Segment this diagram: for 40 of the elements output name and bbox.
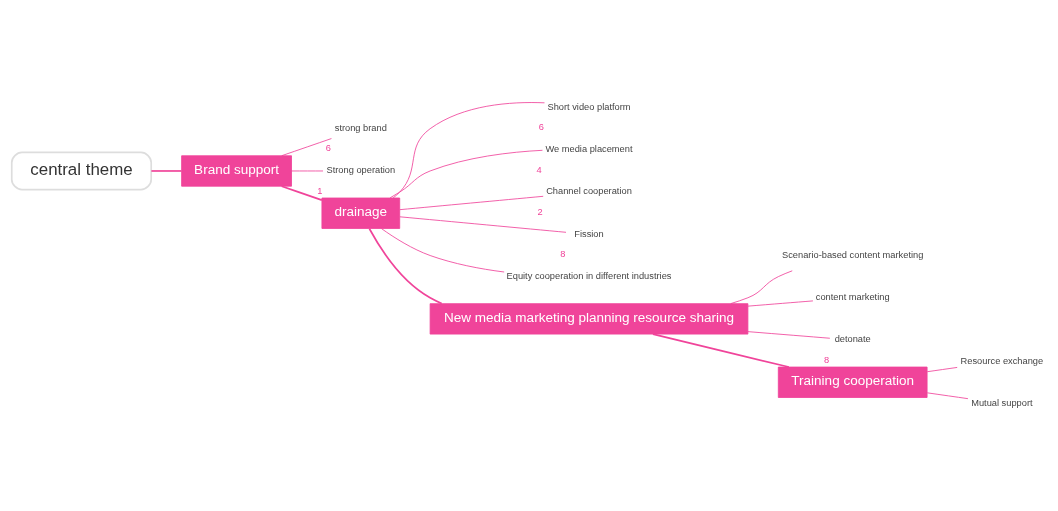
connector — [399, 216, 567, 233]
node-label: 6 — [325, 143, 331, 154]
node-text: Resource exchange — [960, 355, 1044, 366]
connector — [150, 170, 183, 172]
connector — [747, 300, 814, 307]
node-text: strong brand — [334, 123, 387, 134]
node-label: 1 — [317, 185, 323, 196]
node-text: Scenario-based content marketing — [782, 249, 924, 260]
connector — [281, 138, 332, 157]
node-text: Fission — [574, 228, 604, 239]
node-label: 8 — [823, 354, 830, 365]
node-box: central theme — [10, 151, 153, 191]
node-text: Strong operation — [326, 165, 396, 176]
node-label: 6 — [538, 122, 544, 133]
connector — [747, 331, 831, 339]
connector — [291, 170, 324, 172]
connector — [392, 102, 545, 199]
node-text: Mutual support — [971, 397, 1033, 408]
node-box: Brand support — [181, 155, 292, 187]
node-label: 2 — [537, 206, 543, 217]
node-text: detonate — [834, 334, 871, 345]
node-box: New media marketing planning resource sharing — [429, 303, 749, 335]
connector — [926, 367, 958, 373]
connector — [368, 227, 443, 305]
node-box: drainage — [321, 197, 401, 229]
connector — [280, 185, 323, 201]
connector — [730, 270, 793, 305]
node-text: Equity cooperation in different industries — [506, 271, 672, 281]
node-text: Channel cooperation — [546, 186, 632, 197]
connector — [652, 333, 790, 368]
connector — [389, 149, 543, 199]
node-text: We media placement — [545, 144, 633, 155]
node-label: 8 — [560, 249, 566, 260]
connector — [381, 228, 505, 273]
node-text: content marketing — [815, 292, 890, 303]
connector — [399, 195, 544, 211]
connector — [926, 392, 969, 400]
node-label: 4 — [536, 164, 542, 175]
node-box: Training cooperation — [777, 366, 928, 398]
node-text: Short video platform — [547, 101, 631, 112]
